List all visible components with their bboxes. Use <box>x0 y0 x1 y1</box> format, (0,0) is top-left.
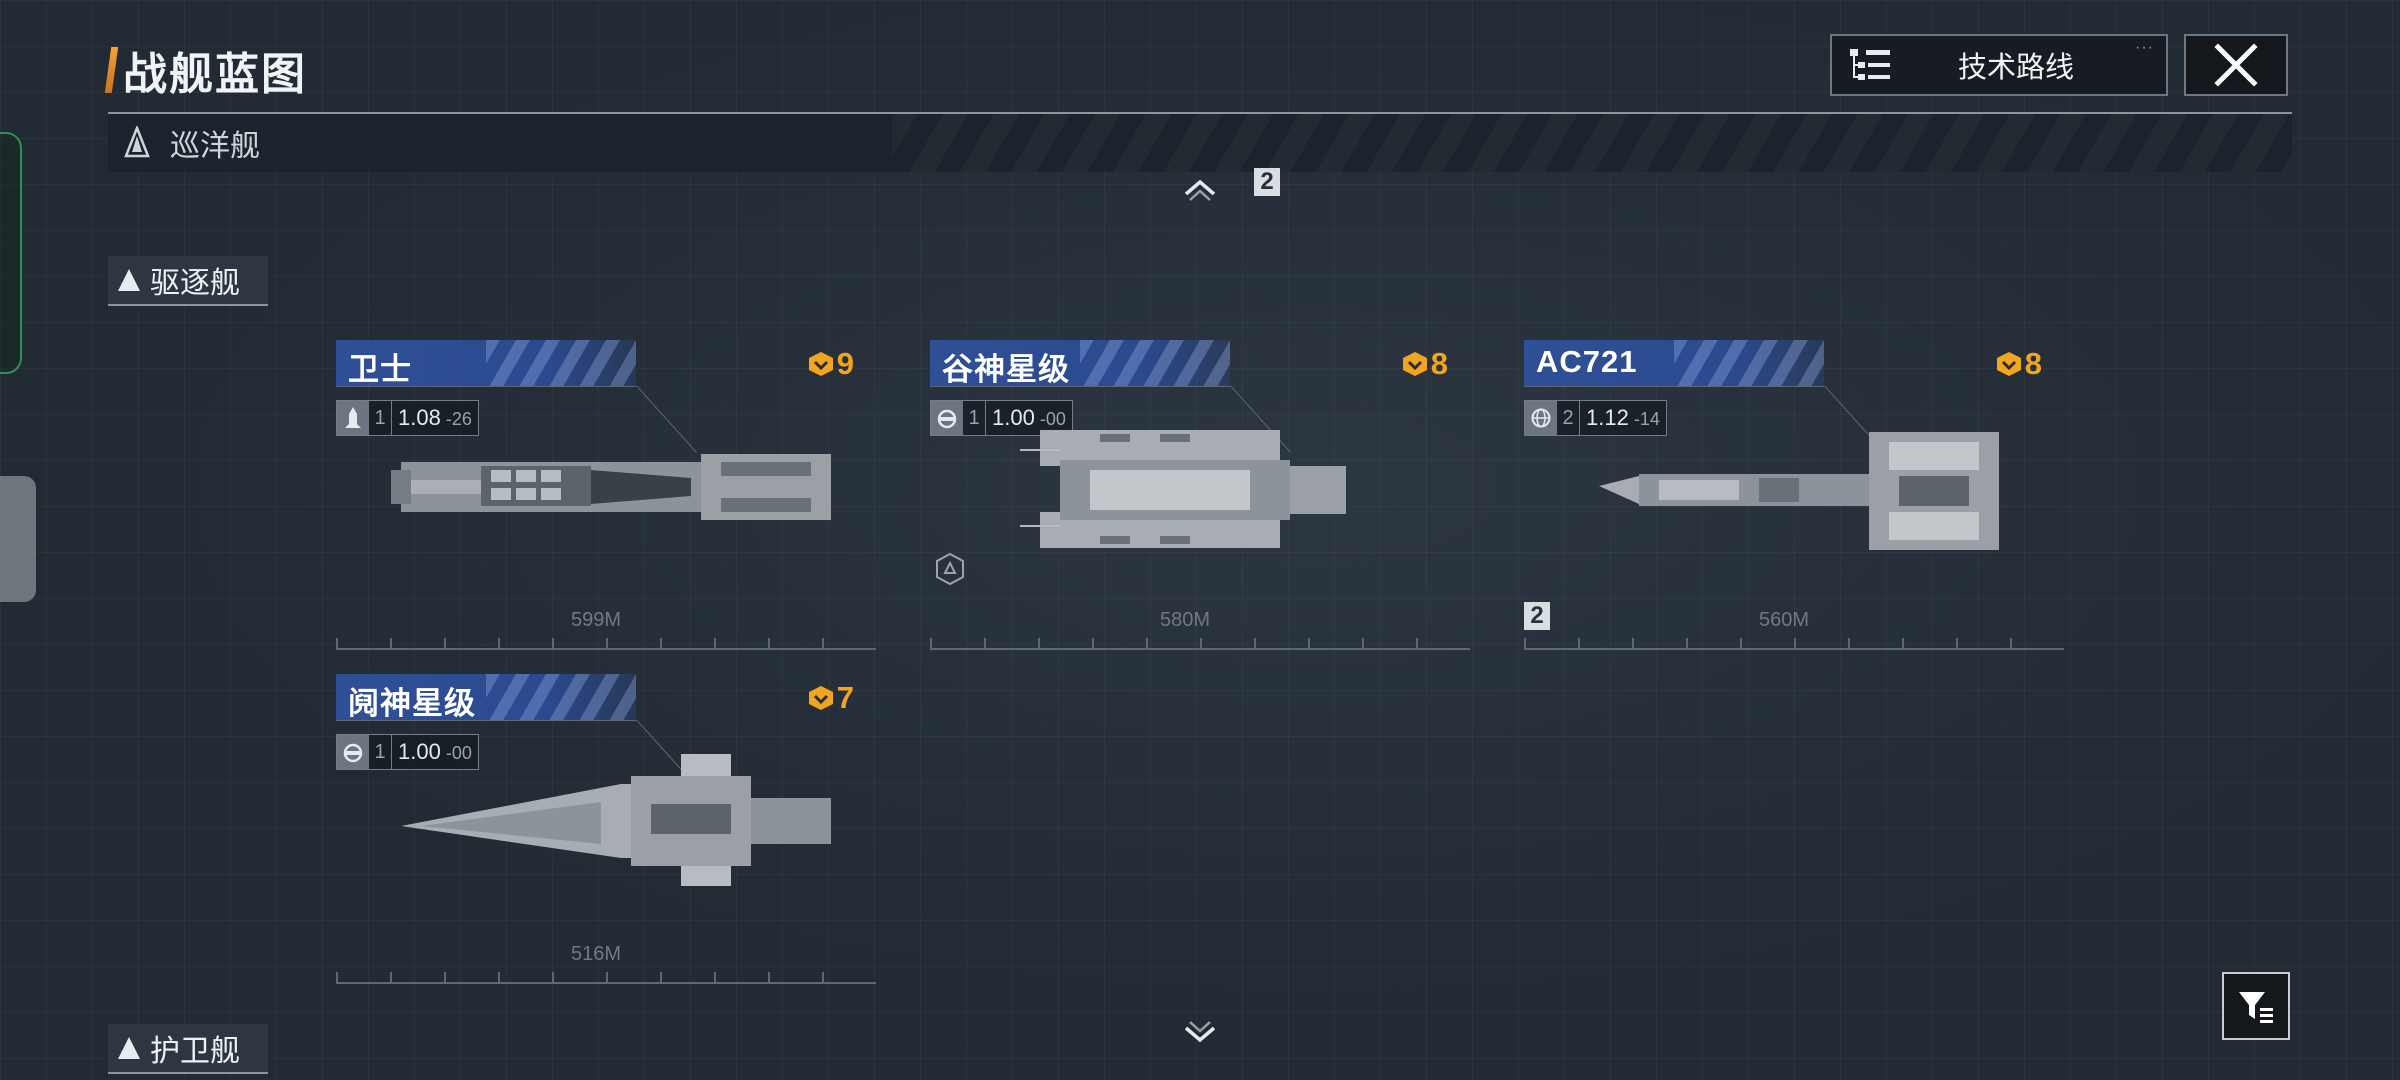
ship-name: AC721 <box>1536 344 1638 379</box>
ship-stats: 1 1.08 -26 <box>336 400 479 436</box>
close-button[interactable] <box>2184 34 2288 96</box>
category-bar-cruiser[interactable]: 巡洋舰 <box>108 112 2292 172</box>
triangle-icon <box>118 269 140 291</box>
category-tag-destroyer[interactable]: 驱逐舰 <box>108 256 268 306</box>
tech-route-label: 技术路线 <box>1957 52 2074 84</box>
ship-card-ceres[interactable]: 谷神星级 8 1 1.00 -00 580M <box>930 340 1470 650</box>
page-title: 战舰蓝图 <box>104 38 307 102</box>
tech-tree-icon <box>1850 49 1890 80</box>
ship-card-header <box>930 340 1230 386</box>
ship-cost: 8 <box>1401 346 1448 382</box>
ship-tier: 1 <box>963 401 986 435</box>
chevron-up-icon[interactable] <box>1182 176 1218 204</box>
ship-length: 580M <box>1160 609 1211 631</box>
ship-version: 1.12 <box>1586 405 1629 430</box>
triangle-icon <box>118 1037 140 1059</box>
ship-card-header <box>1524 340 1824 386</box>
ship-version-sub: 14 <box>1639 409 1660 429</box>
filter-icon <box>2239 992 2273 1023</box>
globe-icon <box>1525 401 1557 435</box>
hexagon-icon[interactable] <box>934 552 966 586</box>
ship-stats: 1 1.00 -00 <box>336 734 479 770</box>
ship-cost-value: 8 <box>2024 346 2042 381</box>
ship-length: 599M <box>571 609 622 631</box>
ship-version: 1.08 <box>398 405 441 430</box>
category-tag-frigate[interactable]: 护卫舰 <box>108 1024 268 1074</box>
ship-stats: 1 1.00 -00 <box>930 400 1073 436</box>
ship-card-eris[interactable]: 阋神星级 7 1 1.00 -00 516M <box>336 674 876 984</box>
missile-icon <box>337 401 369 435</box>
tier-badge-top: 2 <box>1254 168 1280 196</box>
ship-version-sub: 00 <box>451 743 472 763</box>
ship-cost-value: 8 <box>1430 346 1448 381</box>
cost-icon <box>1402 352 1427 376</box>
side-panel-handle[interactable] <box>0 476 36 602</box>
ship-tier: 1 <box>369 735 392 769</box>
cruiser-class-icon <box>124 126 150 158</box>
cost-icon <box>808 352 833 376</box>
category-label-cruiser: 巡洋舰 <box>170 130 260 163</box>
page-title-text: 战舰蓝图 <box>123 50 307 99</box>
category-label-frigate: 护卫舰 <box>150 1035 240 1068</box>
ship-version-sub: 26 <box>451 409 472 429</box>
ship-card-header <box>336 340 636 386</box>
ship-version: 1.00 <box>398 739 441 764</box>
ship-cost: 9 <box>807 346 854 382</box>
close-icon <box>2214 43 2258 87</box>
ship-image-eris <box>401 754 831 886</box>
category-bar-stripes <box>892 114 2292 172</box>
ship-tier: 1 <box>369 401 392 435</box>
ship-card-ac721[interactable]: AC721 8 2 1.12 -14 2 560M <box>1524 340 2064 650</box>
ship-image-ceres <box>1020 430 1346 548</box>
chevron-down-icon[interactable] <box>1182 1018 1218 1046</box>
ship-version-sub: 00 <box>1045 409 1066 429</box>
category-label-destroyer: 驱逐舰 <box>150 267 240 300</box>
ship-card-header <box>336 674 636 720</box>
side-drawer-handle[interactable] <box>0 132 22 374</box>
ship-name: 卫士 <box>348 352 412 387</box>
ship-length: 560M <box>1759 609 1810 631</box>
ship-cost-value: 9 <box>836 346 854 381</box>
turret-icon <box>337 735 369 769</box>
ship-version: 1.00 <box>992 405 1035 430</box>
ship-length: 516M <box>571 943 622 965</box>
turret-icon <box>931 401 963 435</box>
tech-route-button[interactable]: ··· 技术路线 <box>1830 34 2168 96</box>
filter-button[interactable] <box>2222 972 2290 1040</box>
ship-cost: 7 <box>807 680 854 716</box>
ship-name: 阋神星级 <box>348 686 476 721</box>
cost-icon <box>808 686 833 710</box>
ship-cost-value: 7 <box>836 680 854 715</box>
tier-badge: 2 <box>1524 602 1550 630</box>
ship-card-guardian[interactable]: 卫士 9 1 1.08 -26 599M <box>336 340 876 650</box>
ship-image-ac721 <box>1599 432 1999 550</box>
ship-tier: 2 <box>1557 401 1580 435</box>
ship-name: 谷神星级 <box>942 352 1070 387</box>
ship-stats: 2 1.12 -14 <box>1524 400 1667 436</box>
ship-image-guardian <box>391 454 831 520</box>
corner-dots-decoration: ··· <box>2135 39 2154 56</box>
cost-icon <box>1996 352 2021 376</box>
ship-cost: 8 <box>1995 346 2042 382</box>
